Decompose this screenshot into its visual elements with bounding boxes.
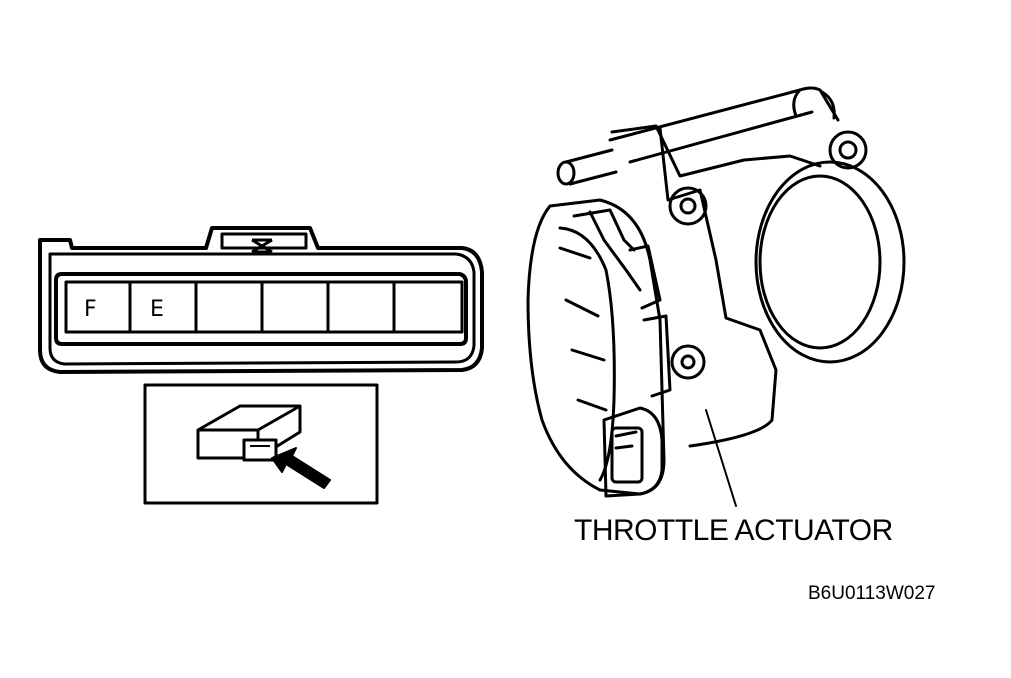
pin-label-e: E — [150, 297, 164, 322]
mount-boss-lower — [670, 344, 706, 380]
connector-face — [38, 226, 484, 374]
view-arrow-icon — [271, 447, 331, 489]
inset-frame — [143, 383, 379, 505]
inset-connector-plug — [242, 438, 278, 462]
right-boss — [828, 130, 868, 170]
pin-dividers — [128, 282, 396, 332]
pin-band — [54, 272, 468, 346]
pin-label-f: F — [84, 297, 97, 322]
connector-pins: F E — [84, 297, 164, 322]
throttle-body — [526, 86, 906, 507]
connector-housing-outer — [38, 226, 484, 374]
throttle-bore-outer — [754, 160, 906, 364]
throttle-bore-inner — [758, 174, 882, 350]
left-nipple — [564, 148, 618, 186]
latch-x-mark — [251, 238, 273, 254]
pin-band-inner — [64, 280, 464, 334]
leader-line — [705, 409, 737, 507]
connector-housing-inner — [48, 252, 476, 366]
actuator-housing — [526, 198, 666, 496]
view-direction-inset — [143, 383, 379, 505]
body-outline — [610, 124, 822, 448]
top-pipe — [608, 86, 840, 164]
part-label: THROTTLE ACTUATOR — [574, 514, 893, 547]
actuator-connector — [602, 406, 664, 498]
figure-code: B6U0113W027 — [808, 583, 936, 604]
mount-boss-upper — [668, 186, 708, 226]
